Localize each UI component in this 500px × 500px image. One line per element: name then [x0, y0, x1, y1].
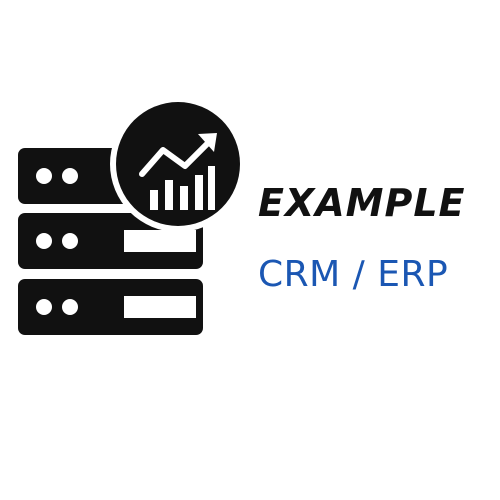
brand-subtitle: CRM / ERP [258, 254, 449, 295]
growth-chart-icon [110, 96, 246, 232]
brand-title: EXAMPLE [258, 181, 466, 225]
server-unit-bottom [18, 279, 203, 335]
